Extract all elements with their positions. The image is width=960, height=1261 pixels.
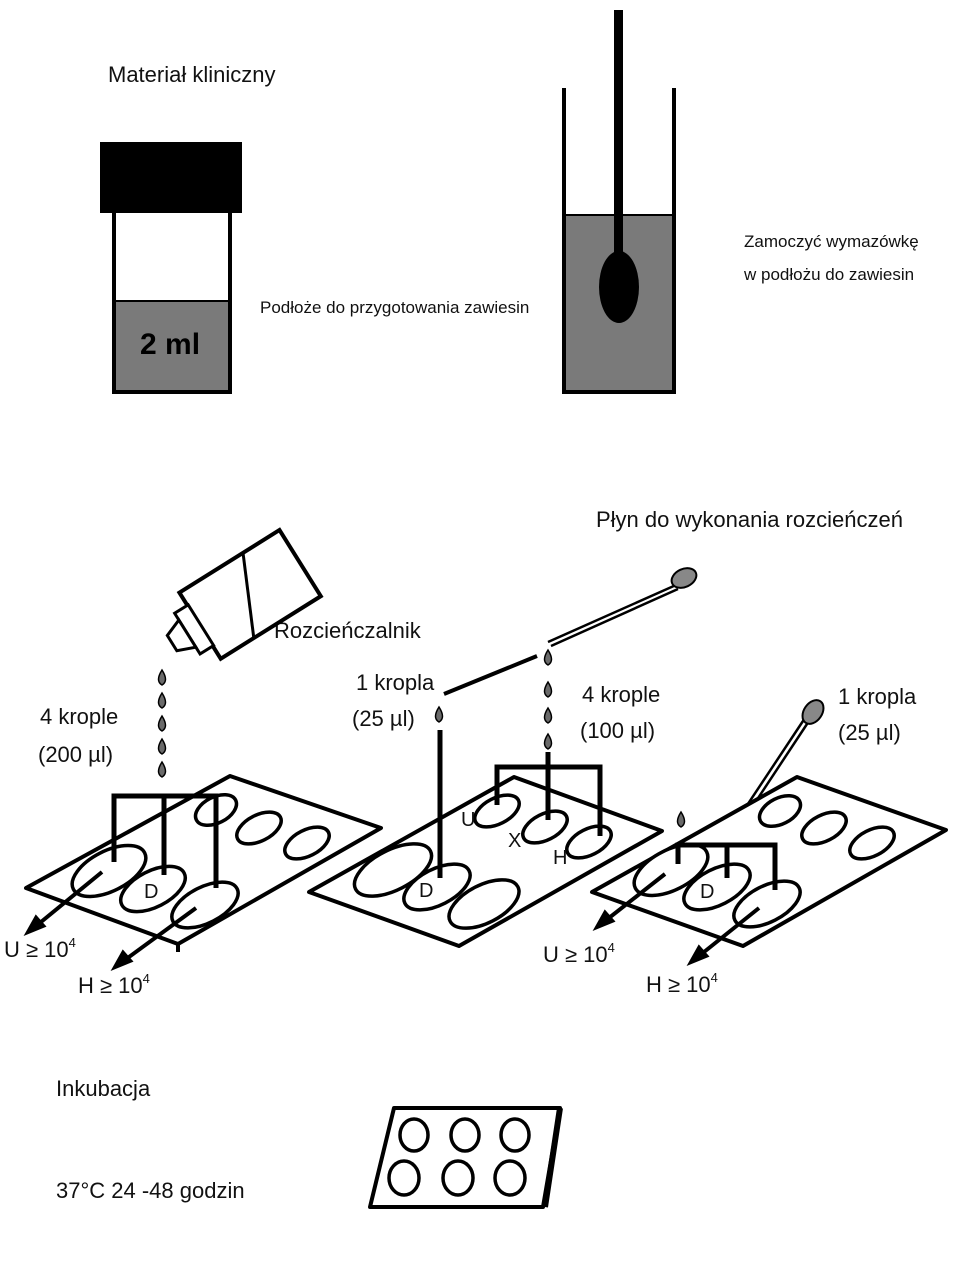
swab-stick <box>614 10 623 255</box>
diluent-label: Rozcieńczalnik <box>274 618 422 643</box>
well <box>283 825 331 861</box>
pipette-tube-edge <box>550 587 679 648</box>
plate-outline <box>307 775 664 948</box>
left-result-u: U ≥ 104 <box>4 935 76 962</box>
four-drops-bracket <box>494 752 603 836</box>
drop <box>157 714 167 732</box>
plate-edge <box>542 1107 563 1208</box>
left-result-h: H ≥ 104 <box>78 971 150 998</box>
left-plate: D <box>23 774 383 972</box>
container-cap <box>100 142 242 213</box>
left-drops-line2: (200 µl) <box>38 742 113 767</box>
swab-tube <box>562 10 676 394</box>
drop <box>543 732 553 750</box>
well-label-d: D <box>700 881 714 903</box>
drop <box>157 737 167 755</box>
swab-tip <box>599 251 639 323</box>
well <box>757 793 803 829</box>
container-body <box>112 213 232 394</box>
transfer-line <box>443 654 538 696</box>
soak-swab-line1: Zamoczyć wymazówkę <box>744 232 919 251</box>
drop <box>157 691 167 709</box>
suspension-medium-label: Podłoże do przygotowania zawiesin <box>260 298 529 317</box>
well <box>352 842 434 898</box>
drop <box>434 705 444 723</box>
left-drops <box>157 668 167 778</box>
dilution-pipette <box>547 567 698 648</box>
center-four-drops-line2: (100 µl) <box>580 718 655 743</box>
drop <box>157 668 167 686</box>
right-result-u: U ≥ 104 <box>543 940 615 967</box>
center-one-drop-line2: (25 µl) <box>352 706 415 731</box>
well <box>235 810 283 846</box>
pipette-bulb <box>670 567 698 589</box>
well <box>493 1159 527 1197</box>
right-one-drop-line1: 1 kropla <box>838 684 917 709</box>
well-label-d: D <box>144 881 158 903</box>
well <box>499 1117 531 1153</box>
container-liquid <box>114 301 230 392</box>
sample-container <box>100 142 242 394</box>
drop <box>543 706 553 724</box>
well <box>170 880 240 930</box>
well-label-x: X <box>508 830 521 852</box>
plate-outline <box>590 775 948 948</box>
dilution-fluid-label: Płyn do wykonania rozcieńczeń <box>596 507 903 532</box>
incubation-conditions: 37°C 24 -48 godzin <box>56 1178 245 1203</box>
well-d <box>402 862 472 912</box>
arrowhead-h <box>686 944 710 967</box>
well <box>449 1117 481 1153</box>
right-result-h: H ≥ 104 <box>646 970 718 997</box>
arrowhead-u <box>23 914 47 937</box>
center-four-drops-line1: 4 krople <box>582 682 660 707</box>
volume-label: 2 ml <box>140 328 200 361</box>
drop-distribution-bracket <box>111 793 219 888</box>
arrowhead-h <box>110 949 134 972</box>
incubation-plate <box>368 1106 563 1209</box>
diluent-bottle <box>165 527 324 662</box>
well <box>441 1159 475 1197</box>
drop <box>157 760 167 778</box>
drop-distribution-bracket <box>675 842 778 890</box>
well <box>398 1117 430 1153</box>
right-one-drop-line2: (25 µl) <box>838 720 901 745</box>
well-x <box>521 809 569 845</box>
well-u <box>473 793 521 829</box>
well <box>848 825 896 861</box>
center-plate: D U X H <box>307 730 664 948</box>
well-label-d: D <box>419 880 433 902</box>
drop <box>676 810 686 828</box>
arrowhead-u <box>592 909 616 932</box>
well-d <box>119 864 187 914</box>
well <box>387 1159 421 1197</box>
soak-swab-line2: w podłożu do zawiesin <box>743 265 914 284</box>
well <box>800 810 848 846</box>
arrow-h <box>116 906 198 967</box>
drop <box>543 648 553 666</box>
tube-body <box>562 88 676 394</box>
bottle-nozzle <box>165 617 199 653</box>
well-d <box>682 862 752 912</box>
well <box>447 878 521 930</box>
clinical-material-label: Materiał kliniczny <box>108 62 276 87</box>
right-plate: D <box>590 775 948 967</box>
arrow-u <box>28 870 104 933</box>
bottle-label-line <box>241 552 256 639</box>
center-drops <box>434 648 553 750</box>
incubation-label: Inkubacja <box>56 1076 151 1101</box>
well-label-h: H <box>553 847 567 869</box>
drop <box>543 680 553 698</box>
well-label-u: U <box>461 809 475 831</box>
left-drops-line1: 4 krople <box>40 704 118 729</box>
center-one-drop-line1: 1 kropla <box>356 670 435 695</box>
pipette-tube-edge <box>547 583 677 644</box>
pipette-bulb <box>801 699 825 725</box>
